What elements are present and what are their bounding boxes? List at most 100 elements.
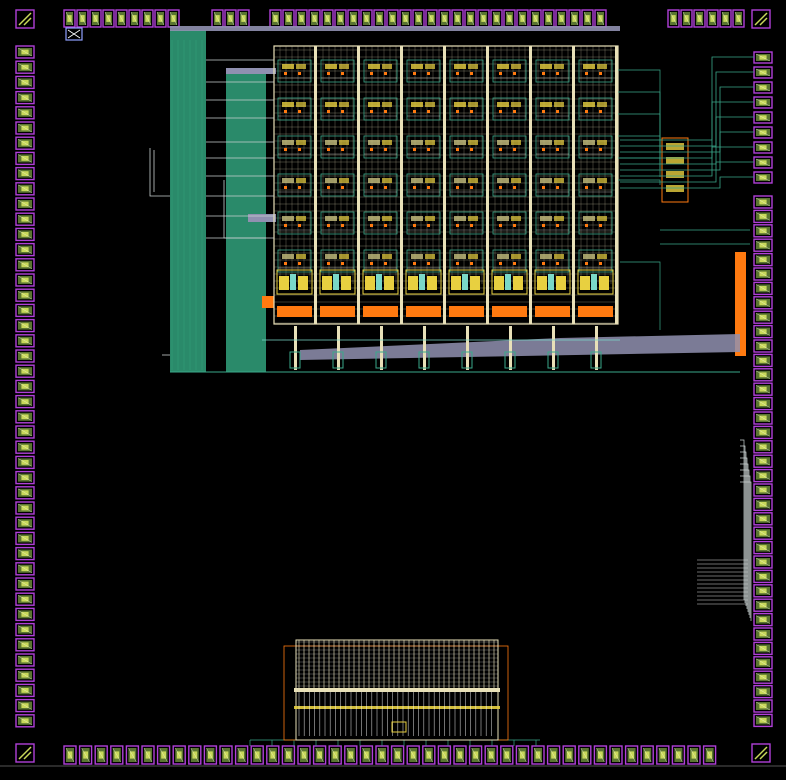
route-wire (149, 148, 170, 197)
left-io-pad (15, 501, 35, 515)
buffer-cell (276, 269, 313, 295)
left-io-pad (15, 516, 35, 530)
pad-ring (0, 9, 786, 767)
output-bus (300, 334, 740, 360)
right-io-pad (753, 483, 773, 497)
left-io-pad (15, 136, 35, 150)
right-io-pad (753, 656, 773, 670)
route-wire (223, 180, 266, 239)
array-cell (535, 249, 570, 273)
array-cell (578, 59, 613, 83)
top-io-pad (680, 9, 693, 28)
bottom-io-pad (500, 745, 514, 765)
right-io-pad (753, 699, 773, 713)
array-cell (449, 249, 484, 273)
route-wire (740, 469, 750, 615)
array-cell (449, 97, 484, 121)
array-cell (406, 97, 441, 121)
pad-route (620, 101, 754, 159)
array-cell (363, 135, 398, 159)
left-io-pad (15, 258, 35, 272)
left-io-pad (15, 698, 35, 713)
bottom-io-pad (78, 745, 93, 765)
left-io-pad (15, 546, 35, 561)
right-io-pad (753, 51, 773, 64)
right-io-pad (753, 171, 773, 184)
array-column (319, 46, 360, 324)
array-cell (277, 173, 312, 197)
top-io-pad (115, 9, 128, 28)
route-wire (740, 445, 746, 603)
array-cell (320, 211, 355, 235)
left-io-pad (15, 288, 35, 302)
corner-cell (15, 9, 35, 29)
buffer-cell (448, 269, 485, 295)
top-io-pad (732, 9, 745, 28)
array-cell (449, 173, 484, 197)
bottom-io-pad (609, 745, 623, 765)
array-cell (406, 135, 441, 159)
bottom-io-pad (562, 745, 576, 765)
top-io-pad (693, 9, 706, 28)
array-cell (492, 249, 527, 273)
bottom-io-pad (281, 745, 296, 765)
bottom-io-pad (468, 745, 483, 765)
buffer-cell (577, 269, 614, 295)
top-io-pad (464, 9, 477, 28)
left-io-pad (15, 273, 35, 287)
bottom-io-pad (359, 745, 374, 765)
left-io-pad (15, 349, 35, 363)
top-left-block (65, 27, 83, 41)
bottom-io-pad (593, 745, 608, 765)
left-io-pad (15, 227, 35, 242)
array-column (491, 46, 532, 324)
array-cell (363, 97, 398, 121)
array-cell (277, 97, 312, 121)
top-io-pad (128, 9, 141, 28)
top-io-pad (667, 9, 680, 28)
array-column (405, 46, 446, 324)
top-io-pad (555, 9, 568, 28)
bottom-io-pad (624, 745, 639, 765)
array-cell (535, 173, 570, 197)
bottom-io-pad (453, 745, 467, 765)
top-io-pad (269, 9, 282, 28)
right-io-pad (753, 339, 773, 353)
bottom-io-pad (156, 745, 171, 765)
left-io-pad (15, 45, 35, 59)
output-driver (492, 306, 527, 317)
right-io-pad (753, 497, 773, 512)
pad-route (620, 116, 754, 165)
right-io-pad (753, 209, 773, 224)
bottom-io-pad (515, 745, 530, 765)
top-io-pad (211, 9, 224, 28)
top-io-pad (719, 9, 732, 28)
output-tap (337, 326, 340, 370)
bottom-io-pad (375, 745, 389, 765)
right-io-pad (753, 555, 773, 569)
array-cell (492, 59, 527, 83)
bottom-rail (294, 706, 500, 709)
top-io-pad (167, 9, 180, 28)
right-io-pad (753, 252, 773, 267)
left-io-pad (15, 486, 35, 500)
bottom-io-pad (203, 745, 218, 765)
right-io-pad (753, 281, 773, 296)
right-io-pad (753, 670, 773, 684)
array-cell (320, 97, 355, 121)
right-io-pad (753, 96, 773, 109)
buffer-cell (319, 269, 356, 295)
route-wire (618, 179, 661, 185)
right-io-pad (753, 382, 773, 396)
array-cell (406, 211, 441, 235)
right-io-pad (753, 468, 773, 483)
strap-rail (226, 68, 276, 74)
output-tap (294, 326, 297, 370)
left-io-pad (15, 638, 35, 652)
left-io-pad (15, 75, 35, 90)
left-io-pad (15, 607, 35, 622)
array-cell (535, 211, 570, 235)
right-io-pad (753, 540, 773, 555)
output-tap (509, 326, 512, 370)
left-io-pad (15, 197, 35, 211)
